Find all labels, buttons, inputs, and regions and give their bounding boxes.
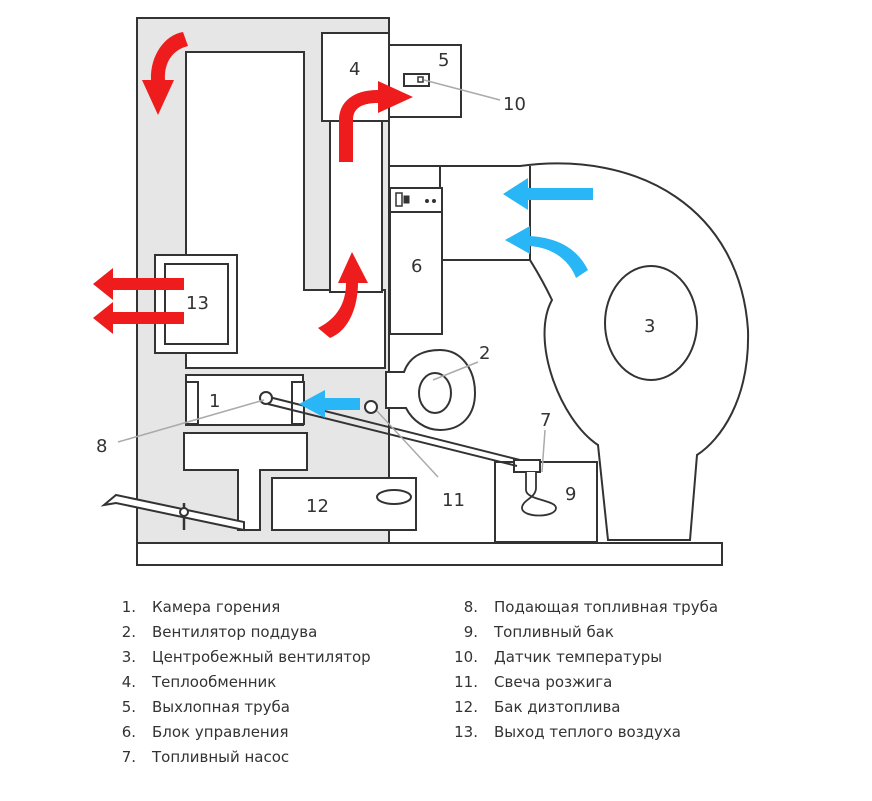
legend-number: 11. (454, 673, 478, 691)
hot-air-arrow-flue (318, 252, 368, 338)
legend-number: 13. (454, 723, 478, 741)
legend-text: Топливный насос (152, 748, 290, 766)
fuel-pipe-nozzle (259, 391, 273, 405)
temperature-sensor-dot (417, 76, 424, 83)
legend-text: Камера горения (152, 598, 281, 616)
legend-item: 13. Выход теплого воздуха (442, 720, 718, 745)
centrifugal-fan-rotor (604, 265, 698, 381)
legend-text: Бак дизтоплива (494, 698, 621, 716)
legend-text: Выход теплого воздуха (494, 723, 682, 741)
legend-number: 3. (121, 648, 136, 666)
cold-air-arrow-intake-curved (505, 226, 588, 278)
heater-diagram: 1 2 3 4 5 6 7 8 9 10 11 12 13 (93, 17, 750, 566)
legend-item: 2. Вентилятор поддува (100, 620, 371, 645)
legend-item: 7. Топливный насос (100, 745, 371, 770)
legend-item: 8. Подающая топливная труба (442, 595, 718, 620)
legend-number: 7. (121, 748, 136, 766)
pedal-lever (100, 493, 245, 532)
legend-number: 2. (121, 623, 136, 641)
legend-right: 8. Подающая топливная труба 9. Топливный б… (442, 595, 718, 745)
label-3: 3 (644, 316, 655, 337)
label-4: 4 (349, 59, 360, 80)
label-10: 10 (503, 94, 526, 115)
label-8: 8 (96, 436, 107, 457)
label-1: 1 (209, 391, 220, 412)
burner-stand (183, 432, 308, 531)
legend-number: 12. (454, 698, 478, 716)
legend-item: 5. Выхлопная труба (100, 695, 371, 720)
legend-item: 1. Камера горения (100, 595, 371, 620)
label-2: 2 (479, 343, 490, 364)
label-5: 5 (438, 50, 449, 71)
combustion-chamber-left-bar (185, 381, 199, 425)
legend-number: 8. (463, 598, 478, 616)
legend-item: 12. Бак дизтоплива (442, 695, 718, 720)
centrifugal-fan-housing (390, 162, 750, 541)
glow-plug (364, 400, 378, 414)
hot-air-arrow-up-right (339, 81, 413, 162)
label-7: 7 (540, 410, 551, 431)
legend-item: 11. Свеча розжига (442, 670, 718, 695)
legend-text: Свеча розжига (494, 673, 613, 691)
component-labels: 1 2 3 4 5 6 7 8 9 10 11 12 13 (96, 50, 655, 517)
legend-text: Датчик температуры (494, 648, 663, 666)
cold-air-arrow-blower (299, 390, 360, 418)
fuel-pump (513, 459, 541, 473)
legend-item: 10. Датчик температуры (442, 645, 718, 670)
label-12: 12 (306, 496, 329, 517)
legend-number: 6. (121, 723, 136, 741)
legend-number: 1. (121, 598, 136, 616)
legend-left: 1. Камера горения 2. Вентилятор поддува 3.… (100, 595, 371, 770)
cold-air-arrow-intake-top (503, 178, 593, 210)
label-11: 11 (442, 490, 465, 511)
legend-number: 4. (121, 673, 136, 691)
legend-item: 4. Теплообменник (100, 670, 371, 695)
legend-item: 6. Блок управления (100, 720, 371, 745)
warm-air-outlet-inner (164, 263, 229, 345)
hot-air-arrow-out-top (93, 268, 184, 300)
hot-air-arrows (93, 32, 413, 338)
legend-number: 10. (454, 648, 478, 666)
hot-air-arrow-top-left (142, 32, 188, 115)
legend-text: Топливный бак (494, 623, 614, 641)
legend-text: Выхлопная труба (152, 698, 290, 716)
diesel-tank-cap (376, 489, 412, 505)
blower-fan-hub (418, 372, 452, 414)
label-9: 9 (565, 484, 576, 505)
legend-item: 9. Топливный бак (442, 620, 718, 645)
legend-text: Теплообменник (152, 673, 277, 691)
hot-air-arrow-out-bottom (93, 302, 184, 334)
label-6: 6 (411, 256, 422, 277)
legend-text: Вентилятор поддува (152, 623, 318, 641)
legend-text: Подающая топливная труба (494, 598, 719, 616)
legend-text: Блок управления (152, 723, 289, 741)
legend-text: Центробежный вентилятор (152, 648, 371, 666)
cold-air-arrows (299, 178, 593, 418)
legend-number: 5. (121, 698, 136, 716)
legend-number: 9. (463, 623, 478, 641)
label-13: 13 (186, 293, 209, 314)
legend-item: 3. Центробежный вентилятор (100, 645, 371, 670)
base-plate (136, 542, 723, 566)
